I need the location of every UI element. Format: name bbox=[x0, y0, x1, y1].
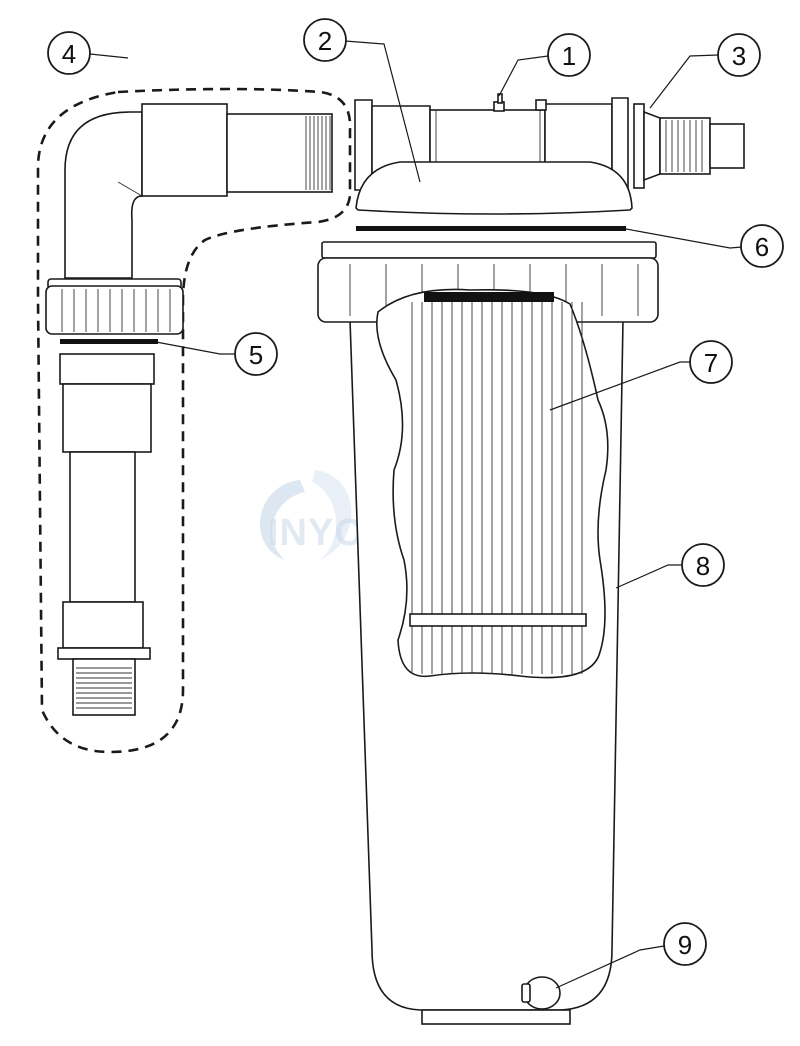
callout-4: 4 bbox=[47, 31, 91, 75]
callout-3-label: 3 bbox=[732, 41, 746, 71]
cartridge-pleats bbox=[411, 302, 583, 674]
hose-adapter-ribs bbox=[665, 120, 703, 172]
assembly-group-dashed-outline bbox=[36, 87, 352, 754]
watermark-logo-icon bbox=[259, 470, 352, 560]
callout-8-label: 8 bbox=[696, 551, 710, 581]
callout-5: 5 bbox=[234, 332, 278, 376]
callout-4-label: 4 bbox=[62, 39, 76, 69]
callout-3: 3 bbox=[717, 33, 761, 77]
union-o-ring bbox=[60, 339, 158, 344]
callout-2: 2 bbox=[303, 18, 347, 62]
callout-9-label: 9 bbox=[678, 930, 692, 960]
stub-threads bbox=[305, 116, 331, 190]
union-nut bbox=[45, 278, 184, 335]
union-tailpiece bbox=[57, 353, 155, 716]
lid-o-ring bbox=[356, 226, 626, 231]
callout-1: 1 bbox=[547, 33, 591, 77]
hose-adapter bbox=[633, 103, 745, 189]
filter-cartridge bbox=[376, 288, 609, 679]
air-relief-valve bbox=[493, 93, 505, 112]
callout-1-label: 1 bbox=[562, 41, 576, 71]
drain-plug bbox=[521, 976, 561, 1010]
callout-5-label: 5 bbox=[249, 340, 263, 370]
tailpiece-threads bbox=[76, 667, 132, 709]
callout-7-label: 7 bbox=[704, 348, 718, 378]
callout-9: 9 bbox=[663, 922, 707, 966]
callout-6-label: 6 bbox=[755, 232, 769, 262]
callout-8: 8 bbox=[681, 543, 725, 587]
leader-lines bbox=[89, 40, 743, 989]
elbow-fitting bbox=[64, 103, 333, 279]
callout-6: 6 bbox=[740, 224, 784, 268]
callout-2-label: 2 bbox=[318, 26, 332, 56]
filter-head bbox=[354, 97, 633, 215]
callout-7: 7 bbox=[689, 340, 733, 384]
